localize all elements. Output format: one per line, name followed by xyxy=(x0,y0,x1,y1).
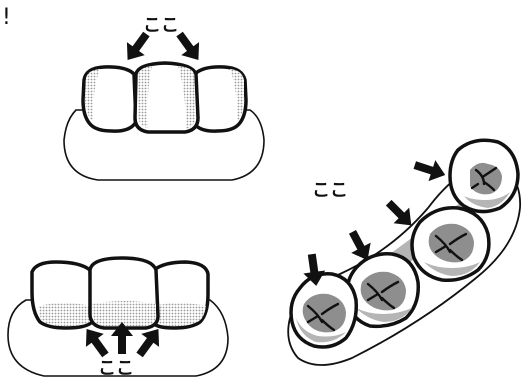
shading-left-gumline xyxy=(38,303,91,326)
molar-2 xyxy=(412,208,489,281)
label-right: ここ xyxy=(312,180,348,201)
molar-1 xyxy=(450,140,518,211)
shading-center-gumline xyxy=(92,301,156,326)
label-top: ここ xyxy=(143,15,179,36)
molars-occlusal-figure: ここ xyxy=(288,140,520,365)
front-teeth-bottom-figure: ここ xyxy=(8,258,228,379)
front-teeth-top-figure: ここ xyxy=(64,15,264,180)
corner-mark: ! xyxy=(2,5,11,30)
arrow-icon xyxy=(411,155,448,186)
molar-3 xyxy=(347,254,418,327)
molar-4 xyxy=(291,274,356,347)
label-bottom: ここ xyxy=(98,358,134,379)
